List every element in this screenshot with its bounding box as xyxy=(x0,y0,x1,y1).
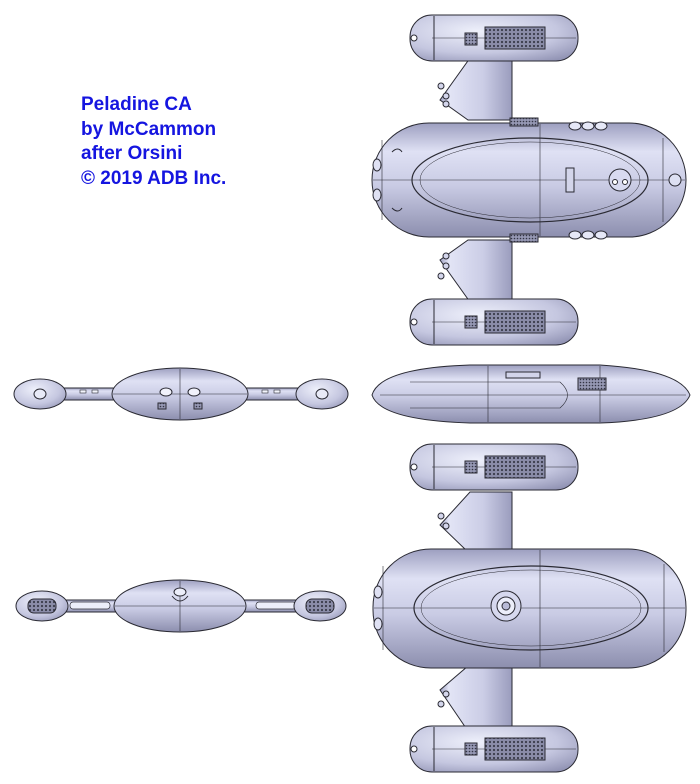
bottom-pylon-lower xyxy=(439,665,513,735)
rear-view xyxy=(15,579,347,633)
credit-caption: Peladine CA by McCammon after Orsini © 2… xyxy=(81,93,226,191)
caption-line-original-artist: after Orsini xyxy=(81,143,183,164)
bottom-pylon-upper xyxy=(439,491,513,553)
top-nacelle-upper xyxy=(409,14,579,62)
side-main-hull xyxy=(371,364,691,424)
bottom-view xyxy=(372,443,687,773)
front-view xyxy=(13,367,349,421)
top-nacelle-lower xyxy=(409,298,579,346)
caption-line-designer: by McCammon xyxy=(81,118,217,140)
top-view xyxy=(371,14,687,346)
top-pylon-lower xyxy=(439,239,513,303)
caption-line-title: Peladine CA xyxy=(81,94,192,115)
top-main-hull xyxy=(371,117,687,243)
bottom-nacelle-lower xyxy=(409,725,579,773)
bottom-nacelle-upper xyxy=(409,443,579,491)
side-view xyxy=(371,364,691,424)
bottom-main-hull xyxy=(372,548,687,669)
top-pylon-upper xyxy=(439,57,513,121)
caption-line-copyright: © 2019 ADB Inc. xyxy=(81,167,227,189)
